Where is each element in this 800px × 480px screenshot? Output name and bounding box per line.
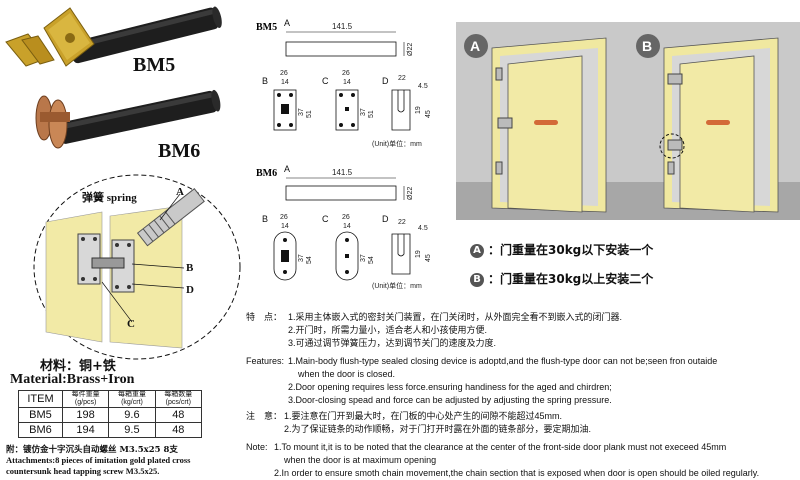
table-cell: BM6	[18, 422, 63, 438]
legend-a: A ：门重量在30kg以下安装一个	[470, 241, 653, 258]
material-cn: 材料：铜+铁	[40, 359, 116, 374]
table-header: 每箱数量 (pcs/crt)	[154, 390, 203, 408]
view-d-label: D	[382, 76, 389, 86]
table-header: 每件重量 (g/pcs)	[61, 390, 110, 408]
d-h1-dim: 19	[415, 106, 422, 114]
callout-a: A	[176, 186, 184, 198]
legend-b-badge: B	[470, 272, 484, 287]
table-cell: 194	[61, 422, 110, 438]
diameter-dim: Ø22	[407, 187, 414, 200]
attachments-en-2: countersunk head tapping screw M3.5x25.	[6, 466, 160, 476]
table-header: 每箱重量 (kg/crt)	[108, 390, 156, 408]
unit-note: (Unit)单位：mm	[372, 281, 422, 290]
features-cn-line-2: 2.开门时，所需力量小，适合老人和小孩使用方便.	[288, 325, 488, 335]
drawing-title: BM5	[256, 22, 277, 33]
c-inner-width-dim: 14	[343, 79, 351, 86]
table-row: BM6 194 9.5 48	[18, 422, 203, 438]
table-header: ITEM	[18, 390, 63, 408]
table-header-row: ITEM 每件重量 (g/pcs) 每箱重量 (kg/crt) 每箱数量 (pc…	[18, 390, 203, 408]
door-a-badge: A	[470, 38, 480, 54]
features-cn-head: 特 点：	[246, 312, 283, 322]
length-dim: 141.5	[332, 168, 353, 177]
b-inner-width-dim: 14	[281, 223, 289, 230]
bm5-product-photo	[5, 6, 222, 149]
material-en: Material:Brass+Iron	[10, 372, 135, 387]
legend-a-text: ：门重量在30kg以下安装一个	[488, 243, 654, 257]
b-h1-dim: 37	[298, 108, 305, 116]
table-cell: 9.6	[108, 407, 156, 423]
attachments-en-1: Attachments:8 pieces of imitation gold p…	[6, 455, 191, 465]
door-b-badge: B	[642, 38, 652, 54]
unit-note: (Unit)单位：mm	[372, 139, 422, 148]
view-c-label: C	[322, 214, 329, 224]
table-cell: 9.5	[108, 422, 156, 438]
view-c-label: C	[322, 76, 329, 86]
table-cell: 48	[154, 407, 203, 423]
b-h1-dim: 37	[298, 254, 305, 262]
notes-en-head: Note:	[246, 442, 268, 452]
c-h2-dim: 54	[368, 256, 375, 264]
view-b-label: B	[262, 214, 268, 224]
features-en-line-1b: when the door is closed.	[298, 369, 396, 379]
b-h2-dim: 51	[306, 110, 313, 118]
c-h1-dim: 37	[360, 108, 367, 116]
features-en-line-1: 1.Main-body flush-type sealed closing de…	[288, 356, 718, 366]
bm6-label: BM6	[158, 140, 201, 162]
callout-c: C	[127, 318, 135, 330]
notes-cn-head: 注 意：	[246, 411, 283, 421]
features-en-head: Features:	[246, 356, 285, 366]
table-cell: 198	[61, 407, 110, 423]
spring-label: 弹簧 spring	[82, 192, 137, 204]
c-width-dim: 26	[342, 70, 350, 77]
door-install-diagram-a: A	[456, 22, 628, 220]
drawing-title: BM6	[256, 168, 277, 179]
d-h1-dim: 19	[415, 250, 422, 258]
legend-b-text: ：门重量在30kg以上安装二个	[488, 272, 654, 286]
features-en-line-3: 3.Door-closing spead and force can be ad…	[288, 395, 612, 405]
table-cell: BM5	[18, 407, 63, 423]
view-a-label: A	[284, 18, 290, 28]
b-width-dim: 26	[280, 214, 288, 221]
table-row: BM5 198 9.6 48	[18, 407, 203, 423]
view-b-label: B	[262, 76, 268, 86]
d-thickness-dim: 4.5	[418, 83, 428, 90]
c-h1-dim: 37	[360, 254, 367, 262]
bm5-label: BM5	[133, 54, 176, 76]
d-h2-dim: 45	[425, 254, 432, 262]
d-h2-dim: 45	[425, 110, 432, 118]
notes-cn-line-1: 1.要注意在门开到最大时，在门板的中心处产生的间隙不能超过45mm.	[284, 411, 563, 421]
diameter-dim: Ø22	[407, 43, 414, 56]
callout-b: B	[186, 262, 194, 274]
notes-en-line-2: 2.In order to ensure smoth chain movemen…	[274, 468, 760, 478]
b-h2-dim: 54	[306, 256, 313, 264]
features-en-line-2: 2.Door opening requires less force.ensur…	[288, 382, 612, 392]
c-h2-dim: 51	[368, 110, 375, 118]
d-width-dim: 22	[398, 75, 406, 82]
notes-en-line-1b: when the door is at maximum opening	[284, 455, 437, 465]
bm6-technical-drawing: BM6 A 141.5 Ø22 B 26 14 37 54 C 26 14 37…	[256, 164, 432, 290]
d-width-dim: 22	[398, 219, 406, 226]
b-width-dim: 26	[280, 70, 288, 77]
b-inner-width-dim: 14	[281, 79, 289, 86]
features-cn-line-3: 3.可通过调节弹簧压力，达到调节关门的速度及力度.	[288, 338, 497, 348]
c-inner-width-dim: 14	[343, 223, 351, 230]
notes-en-line-1: 1.To mount it,it is to be noted that the…	[274, 442, 727, 452]
d-thickness-dim: 4.5	[418, 225, 428, 232]
door-install-diagram-b: B	[628, 22, 800, 220]
notes-cn-line-2: 2.为了保证链条的动作顺畅，对于门打开时露在外面的链条部分，要定期加油.	[284, 424, 592, 434]
legend-a-badge: A	[470, 243, 484, 258]
table-cell: 48	[154, 422, 203, 438]
bm5-technical-drawing: BM5 A 141.5 Ø22 B 26 14 37 51 C 26 14 37…	[256, 18, 432, 148]
legend-b: B ：门重量在30kg以上安装二个	[470, 270, 653, 287]
features-cn-line-1: 1.采用主体嵌入式的密封关门装置，在门关闭时，从外面完全看不到嵌入式的闭门器.	[288, 312, 623, 322]
spec-table: ITEM 每件重量 (g/pcs) 每箱重量 (kg/crt) 每箱数量 (pc…	[18, 390, 203, 438]
view-d-label: D	[382, 214, 389, 224]
attachments-cn: 附：镀仿金十字沉头自动螺丝 M3.5x25 8支	[6, 445, 178, 455]
view-a-label: A	[284, 164, 290, 174]
callout-d: D	[186, 284, 194, 296]
length-dim: 141.5	[332, 22, 353, 31]
c-width-dim: 26	[342, 214, 350, 221]
spring-callout-illustration	[33, 174, 241, 360]
